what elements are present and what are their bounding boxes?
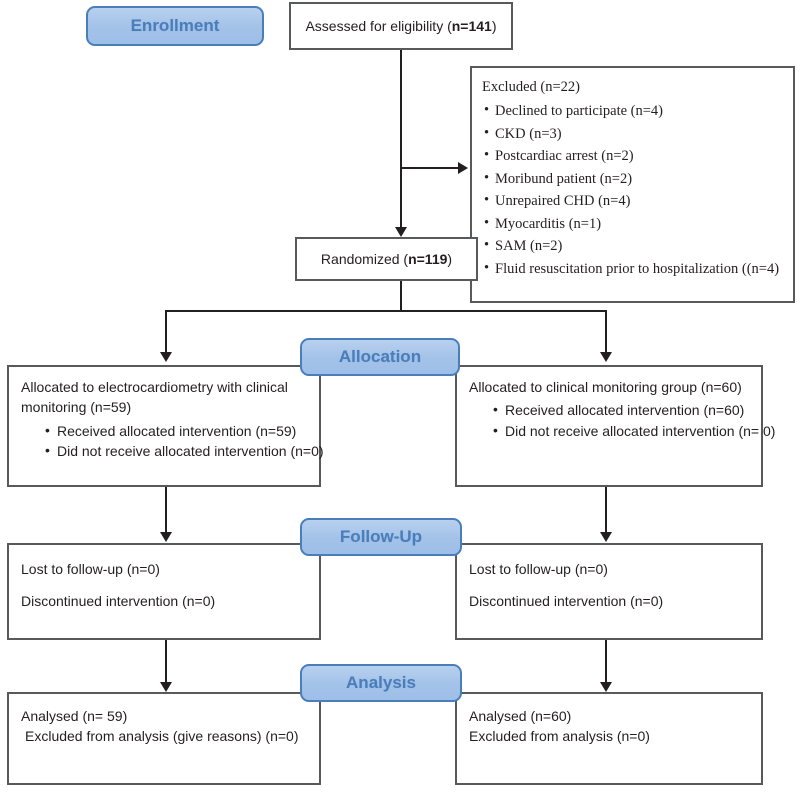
assessed-text: Assessed for eligibility (n=141)	[305, 16, 496, 36]
list-item: Did not receive allocated intervention (…	[43, 440, 324, 461]
list-item: Received allocated intervention (n=59)	[43, 420, 307, 441]
connector-assessed-to-randomized	[400, 50, 402, 233]
randomized-prefix: Randomized (	[320, 250, 409, 267]
connector-split-horizontal	[165, 310, 607, 312]
arrowhead-into-left-analysis	[160, 682, 172, 692]
stage-label-followup-text: Follow-Up	[339, 527, 423, 546]
arrowhead-into-randomized	[395, 227, 407, 237]
stage-label-followup: Follow-Up	[300, 518, 462, 556]
assessed-suffix: )	[491, 17, 497, 34]
connector-left-followup-to-analysis	[165, 640, 167, 685]
connector-randomized-down	[400, 281, 402, 312]
list-item: Postcardiac arrest (n=2)	[482, 144, 783, 167]
connector-to-excluded	[400, 167, 460, 169]
stage-label-enrollment-text: Enrollment	[130, 16, 220, 35]
excluded-heading: Excluded (n=22)	[482, 79, 580, 95]
arrowhead-into-right-followup	[600, 532, 612, 542]
connector-right-arm-down	[605, 310, 607, 355]
followup-left-line1: Lost to follow-up (n=0)	[21, 561, 160, 577]
stage-label-analysis: Analysis	[300, 664, 462, 702]
arrowhead-into-right-analysis	[600, 682, 612, 692]
allocation-right-bullet-list: Received allocated intervention (n=60) D…	[491, 399, 775, 441]
followup-right-line1: Lost to follow-up (n=0)	[469, 561, 608, 577]
box-allocation-right: Allocated to clinical monitoring group (…	[455, 365, 775, 487]
analysis-left-line1: Analysed (n= 59)	[21, 708, 128, 724]
list-item: Myocarditis (n=1)	[482, 212, 783, 235]
allocation-left-heading-line2: monitoring (n=59)	[21, 399, 132, 416]
connector-left-arm-down	[165, 310, 167, 355]
allocation-left-bullet-list: Received allocated intervention (n=59) D…	[43, 420, 324, 462]
followup-left-line2: Discontinued intervention (n=0)	[21, 593, 216, 610]
list-item: Declined to participate (n=4)	[482, 99, 783, 122]
list-item: Fluid resuscitation prior to hospitaliza…	[482, 257, 783, 280]
box-randomized: Randomized (n=119)	[295, 237, 478, 281]
assessed-n: n=141	[451, 17, 492, 34]
list-item: Received allocated intervention (n=60)	[491, 399, 749, 420]
box-followup-right: Lost to follow-up (n=0) Discontinued int…	[455, 543, 763, 640]
box-analysis-right: Analysed (n=60) Excluded from analysis (…	[455, 692, 763, 785]
stage-label-analysis-text: Analysis	[346, 673, 416, 692]
list-item: Moribund patient (n=2)	[482, 167, 783, 190]
box-analysis-left: Analysed (n= 59) Excluded from analysis …	[7, 692, 321, 785]
list-item: Did not receive allocated intervention (…	[491, 420, 775, 441]
box-excluded: Excluded (n=22) Declined to participate …	[470, 66, 795, 303]
arrowhead-into-excluded	[458, 162, 468, 174]
box-followup-left: Lost to follow-up (n=0) Discontinued int…	[7, 543, 321, 640]
analysis-right-line1: Analysed (n=60)	[469, 708, 572, 724]
randomized-text: Randomized (n=119)	[321, 249, 452, 269]
assessed-prefix: Assessed for eligibility (	[305, 17, 452, 34]
allocation-left-heading-line1: Allocated to electrocardiometry with cli…	[21, 379, 288, 395]
followup-right-line2: Discontinued intervention (n=0)	[469, 593, 664, 610]
stage-label-enrollment: Enrollment	[86, 6, 264, 46]
analysis-right-line2: Excluded from analysis (n=0)	[469, 728, 650, 745]
randomized-n: n=119	[408, 250, 448, 267]
list-item: SAM (n=2)	[482, 234, 783, 257]
connector-left-allocation-to-followup	[165, 487, 167, 535]
box-allocation-left: Allocated to electrocardiometry with cli…	[7, 365, 324, 487]
list-item: Unrepaired CHD (n=4)	[482, 189, 783, 212]
allocation-right-heading-line1: Allocated to clinical monitoring group (…	[469, 379, 742, 395]
stage-label-allocation-text: Allocation	[338, 347, 422, 366]
connector-right-followup-to-analysis	[605, 640, 607, 685]
arrowhead-into-right-allocation	[600, 352, 612, 362]
randomized-suffix: )	[447, 250, 453, 267]
excluded-reason-list: Declined to participate (n=4) CKD (n=3) …	[482, 99, 783, 280]
arrowhead-into-left-followup	[160, 532, 172, 542]
box-assessed-for-eligibility: Assessed for eligibility (n=141)	[289, 2, 513, 50]
arrowhead-into-left-allocation	[160, 352, 172, 362]
connector-right-allocation-to-followup	[605, 487, 607, 535]
list-item: CKD (n=3)	[482, 122, 783, 145]
stage-label-allocation: Allocation	[300, 338, 460, 376]
analysis-left-line2: Excluded from analysis (give reasons) (n…	[25, 728, 299, 745]
